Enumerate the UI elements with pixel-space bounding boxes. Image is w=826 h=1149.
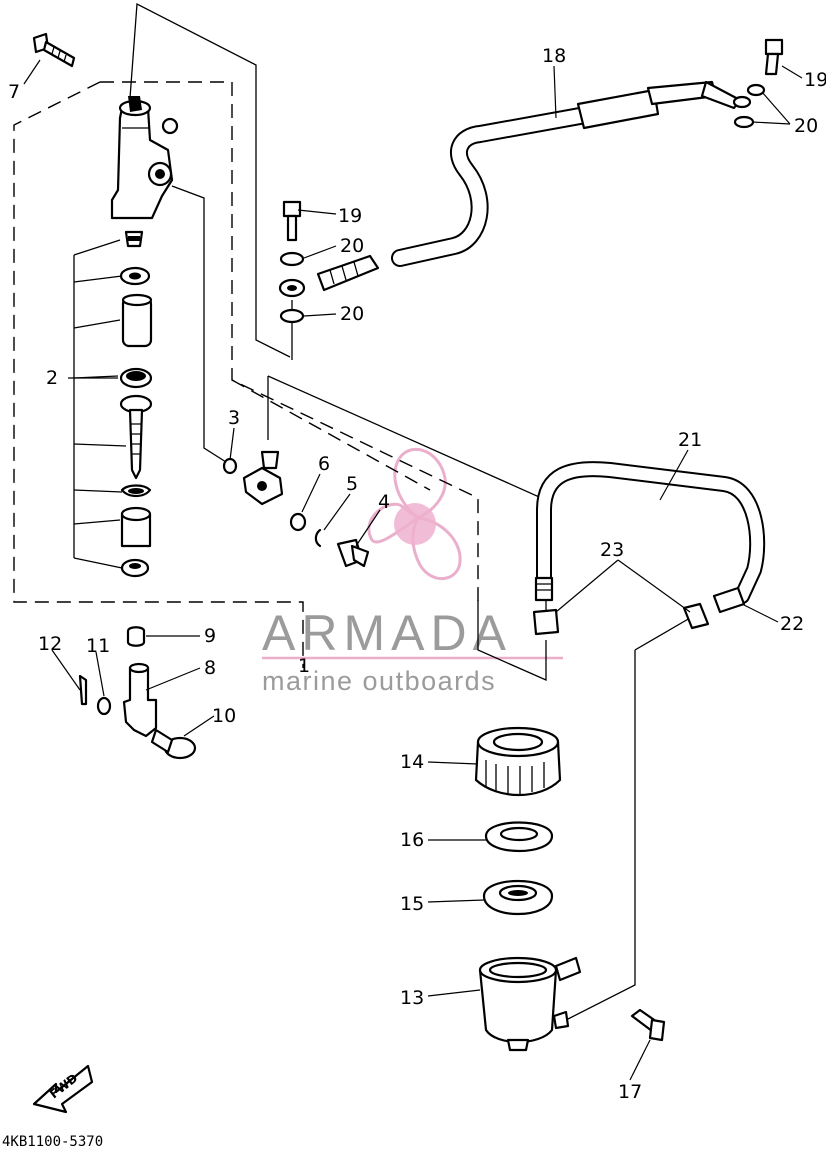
callout-15: 15 [400,893,424,915]
leader-lines [23,59,803,1081]
bolt [32,32,76,68]
diagram-code: 4KB1100-5370 [2,1134,103,1149]
callout-16: 16 [400,829,424,851]
brake-hose [316,80,752,292]
callout-9: 9 [204,625,216,647]
callout-20-upper: 20 [340,235,364,257]
callout-4: 4 [378,491,390,513]
callout-13: 13 [400,987,424,1009]
master-cylinder-body [110,96,179,220]
reservoir-hose [532,461,766,636]
callout-10: 10 [212,705,236,727]
hose-joint [222,450,370,568]
callout-14: 14 [400,751,424,773]
callout-18: 18 [542,45,566,67]
callout-7: 7 [8,81,20,103]
callouts: 7 2 3 6 5 4 1 12 11 9 8 10 14 16 15 13 1… [8,45,826,1103]
callout-22: 22 [780,613,804,635]
propeller-icon [367,447,462,581]
brand-name: ARMADA [262,605,512,661]
callout-8: 8 [204,657,216,679]
callout-2: 2 [46,367,58,389]
push-rod-assembly [78,626,197,760]
forward-arrow-icon: FWD [32,1064,94,1114]
routing-lines [73,2,691,1021]
callout-6: 6 [318,453,330,475]
callout-20-right: 20 [794,115,818,137]
callout-12: 12 [38,633,62,655]
callout-19-lower: 19 [338,205,362,227]
piston-kit [119,230,153,578]
callout-19-right: 19 [804,69,826,91]
callout-1: 1 [298,655,310,677]
callout-3: 3 [228,407,240,429]
callout-17: 17 [618,1081,642,1103]
assembly-outline [13,81,479,668]
brand-subtitle: marine outboards [262,666,496,696]
reservoir-assembly [474,726,666,1052]
callout-11: 11 [86,635,110,657]
callout-20-lower: 20 [340,303,364,325]
callout-5: 5 [346,473,358,495]
union-bolts [278,38,784,324]
callout-21: 21 [678,429,702,451]
callout-23: 23 [600,539,624,561]
